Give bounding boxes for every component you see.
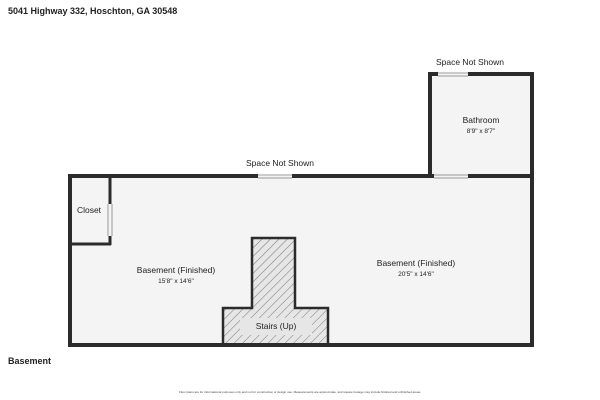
closet-name: Closet [77, 205, 102, 215]
basement-right-name: Basement (Finished) [377, 258, 456, 268]
bathroom-floor [430, 74, 532, 176]
basement-left-dims: 15'8" x 14'6" [158, 278, 194, 285]
disclaimer-text: Floor plans are for informational purpos… [179, 390, 421, 394]
space-not-shown-middle: Space Not Shown [246, 158, 314, 168]
stairs-name: Stairs (Up) [256, 321, 297, 331]
bathroom-walls [428, 72, 534, 178]
closet-walls [70, 176, 112, 246]
basement-right-dims: 20'5" x 14'6" [398, 271, 434, 278]
property-address: 5041 Highway 332, Hoschton, GA 30548 [8, 6, 178, 16]
space-not-shown-top: Space Not Shown [436, 57, 504, 67]
basement-left-name: Basement (Finished) [137, 265, 216, 275]
basement-walls [68, 174, 534, 347]
bathroom-dims: 8'9" x 8'7" [467, 128, 496, 135]
closet-door-opening [107, 204, 113, 236]
bathroom-name: Bathroom [463, 115, 500, 125]
floor-name: Basement [8, 356, 52, 366]
stairs-label-box [240, 318, 312, 335]
wall-openings [258, 72, 468, 179]
